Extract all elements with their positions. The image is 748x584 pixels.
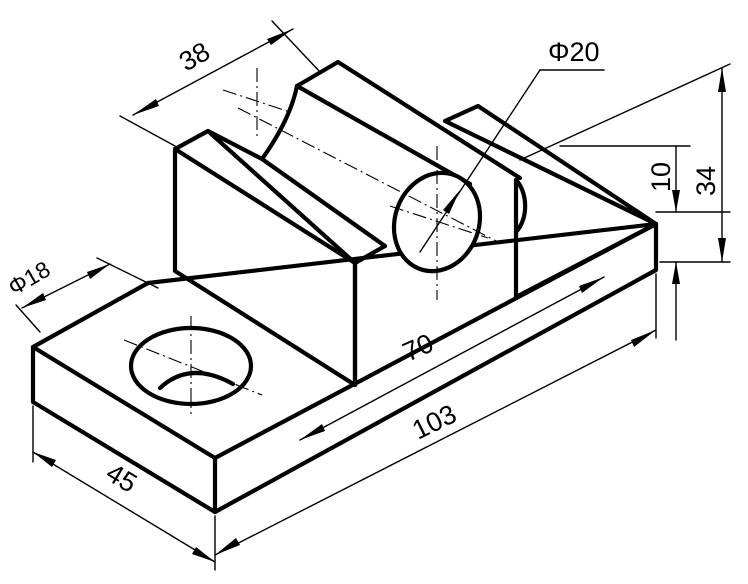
upright-top-left (172, 128, 358, 266)
bore-axis-line (237, 107, 501, 244)
dim-line (214, 329, 657, 556)
ext-line (15, 304, 41, 333)
right-support-bore (513, 177, 528, 235)
arrowhead (22, 293, 46, 308)
ext-line (271, 20, 321, 73)
arrowhead (672, 190, 680, 212)
arrowhead (631, 330, 656, 347)
right-support-outline (442, 103, 659, 227)
hole-horizontal-center (123, 339, 263, 396)
dim-label-phi18: Φ18 (4, 256, 55, 300)
dim-line (132, 28, 294, 116)
base-front-face (30, 344, 218, 515)
arrowhead (33, 452, 56, 467)
arrowhead (718, 68, 726, 92)
groove-horizontal-center (222, 89, 291, 113)
dim-line (299, 276, 605, 441)
arrowhead (718, 238, 726, 262)
arrowhead (579, 277, 604, 293)
dim-label-phi20: Φ20 (548, 37, 600, 67)
dim-label-34: 34 (691, 166, 721, 196)
arrowhead (267, 29, 293, 45)
upright-right-top (259, 156, 388, 249)
dim-label-103: 103 (407, 399, 461, 446)
upright-block (172, 59, 523, 388)
upright-right-face (352, 243, 388, 388)
groove-front-curve (259, 83, 300, 162)
arrowhead (215, 538, 240, 555)
arrowhead (192, 547, 215, 562)
groove-bottom-edge (294, 83, 473, 187)
dim-label-10: 10 (646, 162, 676, 192)
upright-top-back (205, 128, 265, 162)
dim-label-70: 70 (398, 328, 438, 368)
dim-line (32, 451, 216, 563)
dim-heights: 10 34 (519, 63, 731, 341)
arrowhead (87, 264, 110, 279)
leader-line (419, 69, 541, 253)
right-support-front (513, 177, 659, 300)
dim-slot-width: 38 (119, 20, 321, 147)
arrowhead (300, 424, 325, 440)
ext-line (119, 115, 176, 147)
ext-line (96, 257, 159, 289)
arrowhead (443, 190, 460, 214)
arrowhead (672, 262, 680, 284)
dim-bore-diameter: Φ20 (419, 37, 605, 253)
arrowhead (133, 99, 159, 115)
right-support (442, 103, 659, 300)
upright-rear-edge (294, 59, 523, 181)
dim-label-38: 38 (174, 36, 215, 77)
base-right-face (212, 221, 659, 515)
dim-base-width: 45 (32, 405, 216, 563)
ext-line (519, 63, 731, 161)
